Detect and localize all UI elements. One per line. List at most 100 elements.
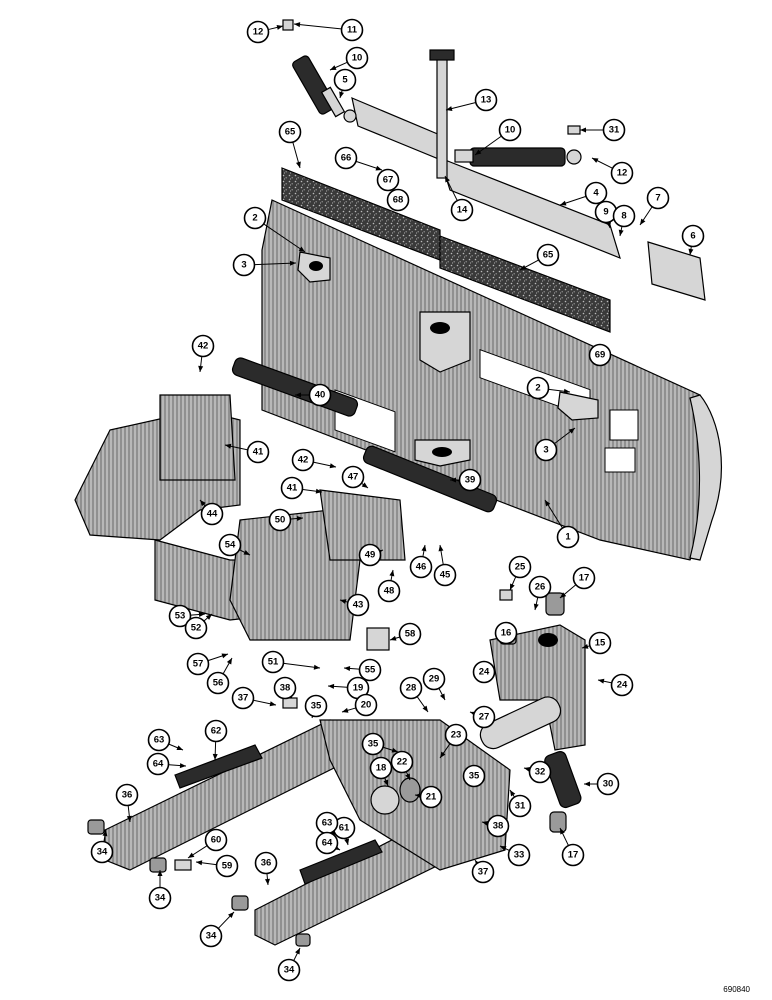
callout-arrow xyxy=(582,643,589,649)
callout-68: 68 xyxy=(386,188,410,212)
callout-63: 63 xyxy=(147,728,184,752)
callout-circle xyxy=(115,783,139,807)
callout-circle xyxy=(472,660,496,684)
callout-55: 55 xyxy=(343,658,382,682)
c-frame-arm-left xyxy=(104,719,351,871)
callout-number: 28 xyxy=(406,683,417,694)
callout-number: 34 xyxy=(97,847,108,858)
tilt-cylinders-upper xyxy=(282,19,582,179)
callout-35: 35 xyxy=(361,732,399,756)
end-cap-34 xyxy=(231,895,249,911)
callout-arrow xyxy=(580,127,586,133)
callout-arrow xyxy=(276,24,283,30)
callout-arrow xyxy=(445,176,450,183)
shaft-27 xyxy=(479,696,562,750)
callout-circle xyxy=(369,756,393,780)
rod-13-cap xyxy=(429,49,455,61)
callout-circle xyxy=(304,694,328,718)
callout-34: 34 xyxy=(148,870,172,910)
callout-arrow xyxy=(510,583,515,590)
callout-circle xyxy=(218,533,242,557)
callout-circle xyxy=(486,814,510,838)
callout-36: 36 xyxy=(115,783,139,823)
callout-number: 31 xyxy=(609,125,620,136)
callout-circle xyxy=(246,20,270,44)
callout-34: 34 xyxy=(199,911,235,948)
callout-circle xyxy=(508,794,532,818)
callout-circle xyxy=(398,622,422,646)
callout-circle xyxy=(494,621,518,645)
callout-6: 6 xyxy=(681,224,705,256)
callout-15: 15 xyxy=(581,631,612,655)
callout-number: 33 xyxy=(514,850,525,861)
callout-arrow xyxy=(344,838,350,845)
callout-number: 63 xyxy=(154,735,165,746)
callout-arrow xyxy=(339,91,345,98)
callout-number: 3 xyxy=(543,445,548,456)
callout-number: 24 xyxy=(479,667,490,678)
callout-49: 49 xyxy=(358,543,384,567)
callout-2: 2 xyxy=(243,206,306,253)
callout-54: 54 xyxy=(218,533,251,557)
callout-arrow xyxy=(226,658,232,665)
callout-37: 37 xyxy=(231,686,277,710)
callout-number: 15 xyxy=(595,638,606,649)
callout-circle xyxy=(168,604,192,628)
callout-arrow xyxy=(438,545,444,552)
pin-31 xyxy=(567,125,581,135)
callout-circle xyxy=(231,686,255,710)
callout-number: 63 xyxy=(322,818,333,829)
callout-circle xyxy=(204,828,228,852)
callout-number: 49 xyxy=(365,550,376,561)
callout-number: 18 xyxy=(376,763,387,774)
callout-number: 67 xyxy=(383,175,394,186)
callout-12: 12 xyxy=(591,157,634,185)
callout-arrow xyxy=(126,815,132,822)
callout-arrow xyxy=(563,388,570,394)
callout-number: 7 xyxy=(655,193,660,204)
callout-circle xyxy=(254,851,278,875)
callout-arrow xyxy=(295,392,301,398)
callout-3: 3 xyxy=(232,253,297,277)
callout-circle xyxy=(277,958,301,982)
callout-number: 24 xyxy=(617,680,628,691)
callout-number: 62 xyxy=(211,726,222,737)
callout-circle xyxy=(346,593,370,617)
callout-10: 10 xyxy=(474,118,522,156)
callout-arrow xyxy=(295,161,301,168)
callout-41: 41 xyxy=(280,476,323,500)
callout-number: 1 xyxy=(565,532,571,543)
callout-number: 12 xyxy=(253,27,264,38)
callout-number: 64 xyxy=(153,759,164,770)
callout-number: 69 xyxy=(595,350,606,361)
callout-number: 36 xyxy=(261,858,272,869)
bushing-17-top xyxy=(545,592,565,616)
support-frames xyxy=(74,394,406,641)
callout-arrow xyxy=(329,463,336,469)
callout-circle xyxy=(390,750,414,774)
callout-arrow xyxy=(361,482,368,488)
callout-69: 69 xyxy=(588,343,612,367)
callout-number: 23 xyxy=(451,730,462,741)
callout-circle xyxy=(556,525,580,549)
callout-22: 22 xyxy=(390,750,414,781)
callout-41: 41 xyxy=(224,440,270,464)
callout-circle xyxy=(472,705,496,729)
callout-35: 35 xyxy=(304,694,328,719)
callout-number: 34 xyxy=(206,931,217,942)
callout-arrow xyxy=(228,912,234,919)
callout-circle xyxy=(471,860,495,884)
callout-circle xyxy=(681,224,705,248)
cylinder-10-left xyxy=(292,55,357,123)
callout-13: 13 xyxy=(445,88,498,112)
callout-number: 66 xyxy=(341,153,352,164)
end-cap-34 xyxy=(149,857,167,873)
callout-number: 13 xyxy=(481,95,492,106)
callout-number: 27 xyxy=(479,712,490,723)
callout-arrow xyxy=(405,773,410,780)
callout-number: 30 xyxy=(603,779,614,790)
callout-circle xyxy=(191,334,215,358)
callout-number: 11 xyxy=(347,25,358,36)
callout-10: 10 xyxy=(329,46,369,71)
